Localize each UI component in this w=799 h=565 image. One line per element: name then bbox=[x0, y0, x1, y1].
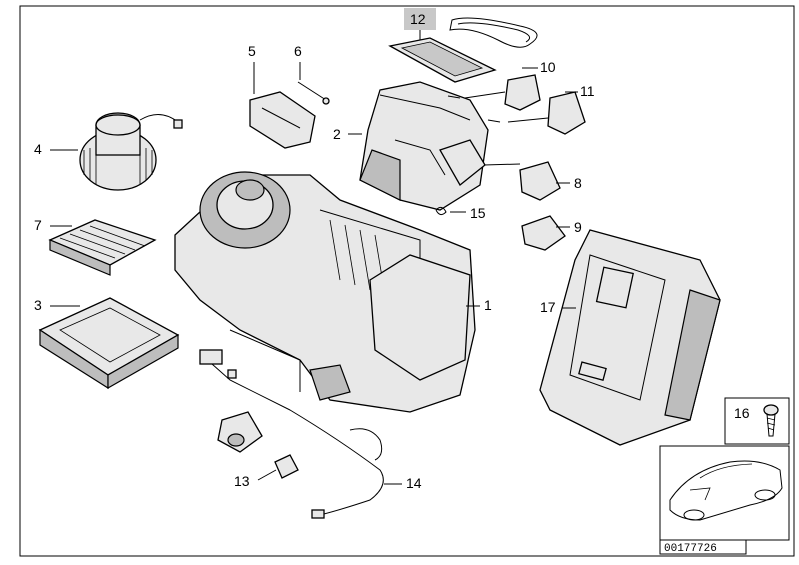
callout-17: 17 bbox=[540, 299, 556, 315]
callout-5: 5 bbox=[248, 43, 256, 59]
callout-12-highlight bbox=[404, 8, 436, 30]
reference-box bbox=[659, 539, 747, 555]
part-7-filter[interactable] bbox=[48, 219, 157, 276]
vehicle-silhouette bbox=[669, 460, 783, 521]
callout-2: 2 bbox=[333, 126, 341, 142]
callout-15: 15 bbox=[470, 205, 486, 221]
part-2-distribution-housing[interactable] bbox=[359, 81, 521, 211]
callout-12: 12 bbox=[410, 11, 426, 27]
part-3-filter-housing[interactable] bbox=[38, 297, 180, 390]
part-11-actuator[interactable] bbox=[507, 91, 586, 135]
callout-6: 6 bbox=[294, 43, 302, 59]
vehicle-locator-box bbox=[659, 445, 790, 541]
part-14-wiring-harness[interactable] bbox=[199, 349, 384, 519]
part-1-main-housing[interactable] bbox=[174, 171, 476, 413]
callout-14: 14 bbox=[406, 475, 422, 491]
part-16-box bbox=[724, 397, 790, 445]
part-5-cover[interactable] bbox=[249, 91, 316, 149]
callout-1: 1 bbox=[484, 297, 492, 313]
reference-number: 00177726 bbox=[664, 543, 717, 555]
callout-16: 16 bbox=[734, 405, 750, 421]
part-15-clip[interactable] bbox=[435, 206, 447, 216]
callout-8: 8 bbox=[574, 175, 582, 191]
part-9-actuator[interactable] bbox=[521, 215, 566, 251]
callout-3: 3 bbox=[34, 297, 42, 313]
part-10-actuator[interactable] bbox=[464, 74, 541, 111]
callout-11: 11 bbox=[580, 83, 595, 99]
part-16-screw[interactable] bbox=[763, 404, 779, 437]
callout-9: 9 bbox=[574, 219, 582, 235]
part-6-screw[interactable] bbox=[297, 81, 330, 105]
part-8-actuator[interactable] bbox=[519, 161, 561, 201]
part-4-blower[interactable] bbox=[79, 112, 183, 191]
callout-13: 13 bbox=[234, 473, 250, 489]
part-13-actuator[interactable] bbox=[217, 411, 299, 479]
part-17-control-panel[interactable] bbox=[539, 229, 721, 446]
callout-7: 7 bbox=[34, 217, 42, 233]
callout-10: 10 bbox=[540, 59, 556, 75]
part-12-filter-frame[interactable] bbox=[388, 17, 538, 83]
callout-4: 4 bbox=[34, 141, 42, 157]
diagram-frame bbox=[19, 5, 795, 557]
